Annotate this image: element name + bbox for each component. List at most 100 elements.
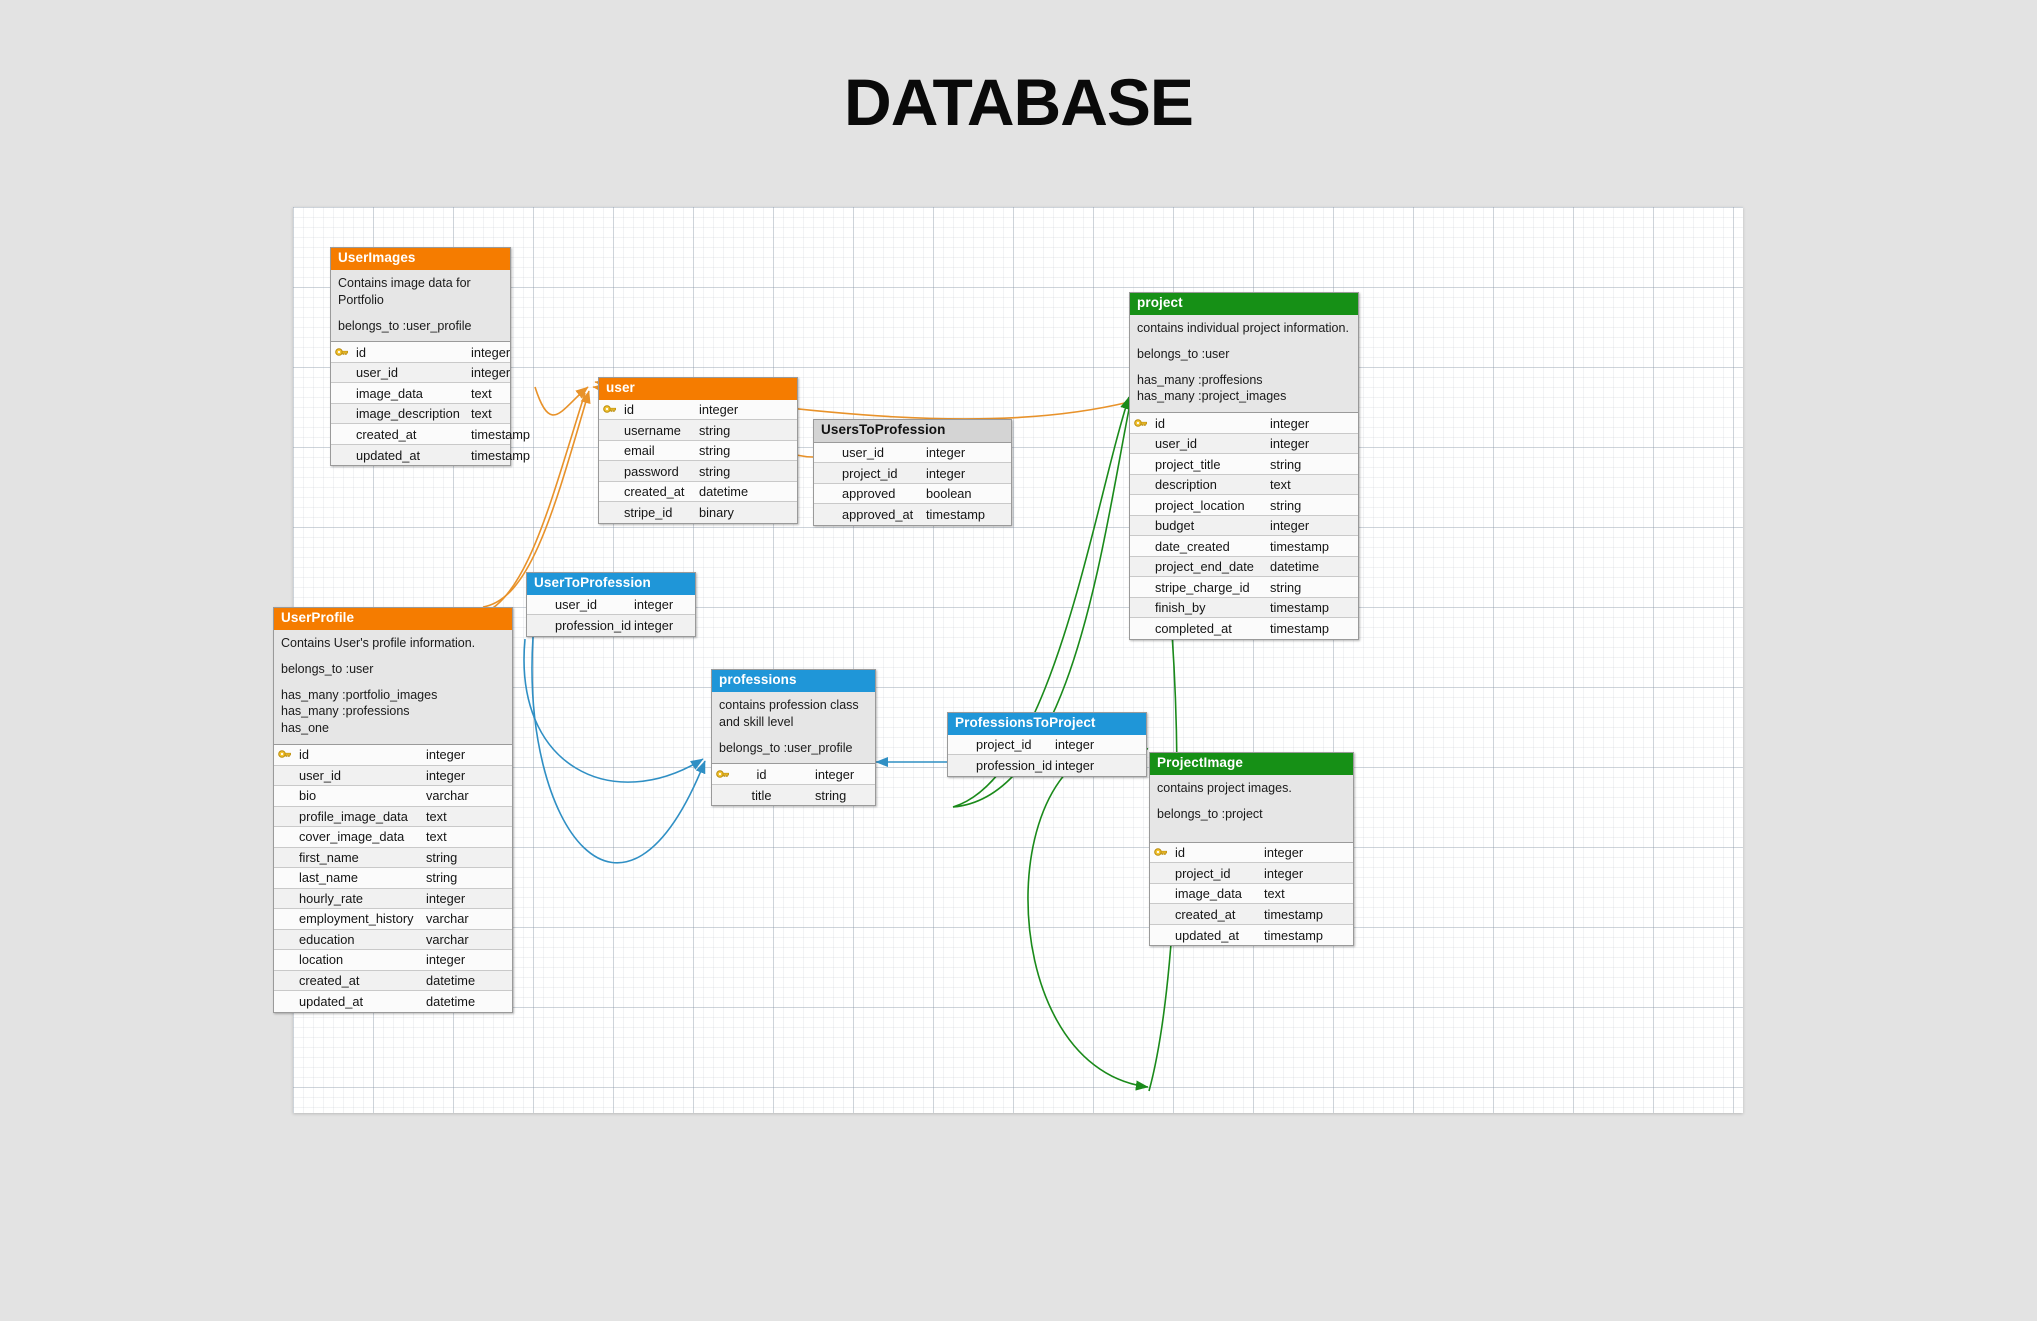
table-note-professions: contains profession class and skill leve… xyxy=(712,691,875,765)
note-line: belongs_to :user_profile xyxy=(338,318,472,333)
field-type: string xyxy=(699,443,731,459)
table-projectimage[interactable]: ProjectImage contains project images. be… xyxy=(1149,752,1354,947)
field-name: project_title xyxy=(1155,456,1221,472)
field-type: integer xyxy=(1264,865,1304,881)
field-name: approved xyxy=(842,486,896,502)
field-name: user_id xyxy=(356,365,398,381)
note-line: Contains image data for Portfolio xyxy=(338,275,471,307)
field-name: approved_at xyxy=(842,507,914,523)
field-name: employment_history xyxy=(299,911,414,927)
field-type: datetime xyxy=(699,484,749,500)
table-row[interactable]: created_at datetime xyxy=(599,481,797,503)
field-type: timestamp xyxy=(926,507,986,523)
field-type: integer xyxy=(699,402,739,418)
diagram-canvas[interactable]: UserImages Contains image data for Portf… xyxy=(273,207,1743,1113)
field-type: timestamp xyxy=(1264,927,1324,943)
table-userprofile[interactable]: UserProfile Contains User's profile info… xyxy=(273,607,513,1013)
table-professions[interactable]: professions contains profession class an… xyxy=(711,669,876,807)
field-name: budget xyxy=(1155,518,1195,534)
note-line: has_many :portfolio_images has_many :pro… xyxy=(281,687,438,736)
field-type: integer xyxy=(926,465,966,481)
table-row[interactable]: approved_at timestamp xyxy=(814,504,1011,525)
table-project[interactable]: project contains individual project info… xyxy=(1129,292,1359,640)
field-name: stripe_id xyxy=(624,505,673,521)
field-type: integer xyxy=(1270,415,1310,431)
field-type: integer xyxy=(1055,758,1095,774)
link-userprofile-to-user-a xyxy=(482,390,591,608)
field-type: varchar xyxy=(426,931,469,947)
field-type: datetime xyxy=(426,972,476,988)
link-userprofile-to-professions xyxy=(531,636,706,864)
field-name: finish_by xyxy=(1155,600,1206,616)
note-line: contains profession class and skill leve… xyxy=(719,697,859,729)
field-name: created_at xyxy=(624,484,685,500)
table-header-project: project xyxy=(1130,293,1358,315)
field-name: created_at xyxy=(356,426,417,442)
field-type: text xyxy=(1264,886,1285,902)
table-note-userimages: Contains image data for Portfolio belong… xyxy=(331,269,510,343)
table-header-professionstoproject: ProfessionsToProject xyxy=(948,713,1146,735)
field-name: first_name xyxy=(299,849,359,865)
field-name: description xyxy=(1155,477,1217,493)
field-name: hourly_rate xyxy=(299,890,364,906)
table-userimages[interactable]: UserImages Contains image data for Portf… xyxy=(330,247,530,467)
field-name: created_at xyxy=(1175,906,1236,922)
